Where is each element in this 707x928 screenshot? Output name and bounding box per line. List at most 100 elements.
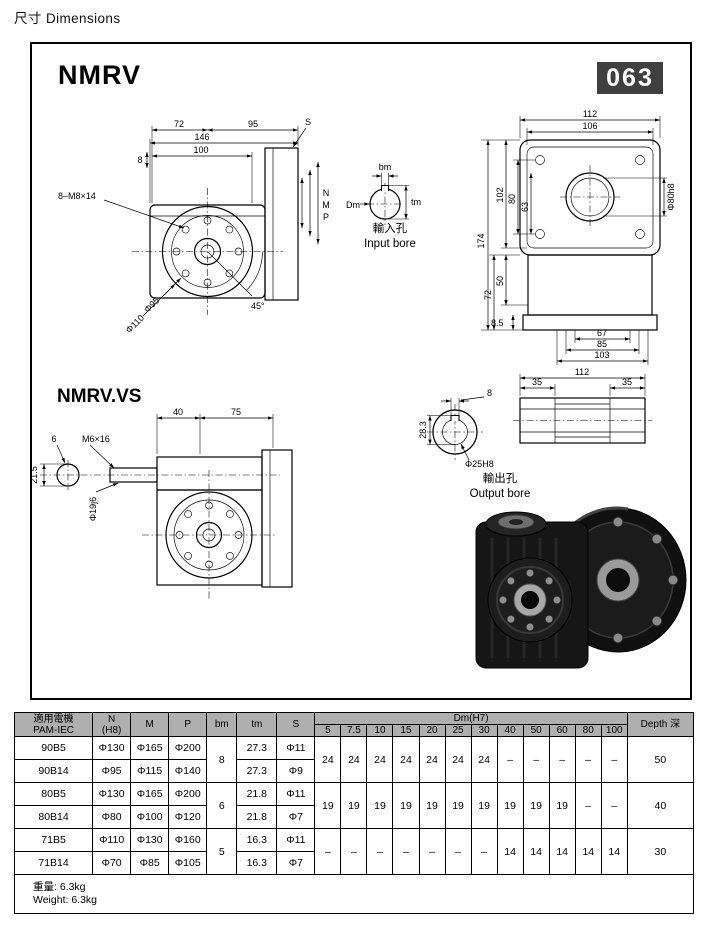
- dim-75: 75: [231, 407, 241, 417]
- product-photo-graphic: [475, 506, 687, 669]
- cell-bm: 6: [206, 782, 238, 829]
- cell-dm: 14: [574, 828, 602, 875]
- dimensions-table: 適用電機 PAM-IEC N (H8) M P bm tm S Dm(H7) D…: [13, 712, 695, 914]
- cell-dm: –: [574, 782, 602, 829]
- cell-dm: 14: [522, 828, 550, 875]
- dim-174: 174: [476, 233, 486, 248]
- cell-n: Φ70: [92, 851, 132, 875]
- cell-dm: –: [600, 782, 628, 829]
- product-photo: [475, 506, 687, 669]
- cell-model: 80B5: [13, 782, 94, 806]
- dim-72-side: 72: [483, 290, 493, 300]
- output-bore-drawing: 8 28.3 Φ25H8 112 35 35: [418, 367, 652, 469]
- weight-en: Weight: 6.3kg: [33, 894, 98, 906]
- cell-depth: 50: [626, 736, 695, 783]
- cell-dm: –: [418, 828, 446, 875]
- vs-view-dimension-labels: 40 75 6 M6×16 21.5 Φ19j6: [29, 407, 241, 521]
- cell-dm: 24: [418, 736, 446, 783]
- cell-n: Φ110: [92, 828, 132, 852]
- col-header-s: S: [276, 712, 316, 737]
- output-bore-caption-cn: 輸出孔: [482, 473, 518, 485]
- cell-m: Φ165: [130, 782, 170, 806]
- cell-tm: 21.8: [236, 805, 278, 829]
- dim-40: 40: [173, 407, 183, 417]
- output-bore-detail: [427, 396, 485, 461]
- col-header-pam-line1: 適用電機: [33, 713, 74, 725]
- side-view-drawing: 112 106 174 102 80 63 50 72 8.5 Φ80h8 67…: [476, 109, 676, 365]
- cell-p: Φ140: [168, 759, 208, 783]
- dim-35-left: 35: [532, 377, 542, 387]
- cell-m: Φ85: [130, 851, 170, 875]
- dm-col-header: 40: [496, 724, 524, 737]
- cell-dm: 19: [548, 782, 576, 829]
- front-view-dimension-lines: [103, 126, 320, 317]
- page-title: 尺寸 Dimensions: [14, 11, 121, 26]
- dim-tm: tm: [411, 197, 421, 207]
- flange-dim-p: P: [323, 212, 329, 222]
- dim-dm: Dm: [346, 200, 360, 210]
- dm-col-header: 20: [418, 724, 446, 737]
- cell-m: Φ165: [130, 736, 170, 760]
- col-header-depth: Depth 深: [626, 712, 695, 737]
- cell-dm: 19: [522, 782, 550, 829]
- cell-n: Φ80: [92, 805, 132, 829]
- cell-dm: 24: [470, 736, 498, 783]
- cell-tm: 16.3: [236, 828, 278, 852]
- vs-view-drawing: 40 75 6 M6×16 21.5 Φ19j6: [29, 407, 293, 600]
- cell-model: 71B14: [13, 851, 94, 875]
- vs-view-centerlines: [40, 460, 280, 600]
- input-bore-caption: 輸入孔 Input bore: [340, 222, 440, 252]
- dim-phi25h8: Φ25H8: [465, 459, 494, 469]
- dim-67: 67: [597, 328, 607, 338]
- cell-n: Φ130: [92, 736, 132, 760]
- cell-dm: –: [522, 736, 550, 783]
- dim-8-keyway: 8: [487, 388, 492, 398]
- cell-model: 90B5: [13, 736, 94, 760]
- cell-dm: 14: [548, 828, 576, 875]
- cell-tm: 16.3: [236, 851, 278, 875]
- vs-model-title: NMRV.VS: [57, 386, 142, 407]
- cell-dm: 19: [470, 782, 498, 829]
- dim-102: 102: [495, 187, 505, 202]
- cell-dm: –: [340, 828, 368, 875]
- cell-dm: 19: [366, 782, 394, 829]
- vs-view-dimension-lines: [40, 414, 274, 493]
- cell-dm: 19: [418, 782, 446, 829]
- dim-45deg: 45°: [251, 301, 265, 311]
- cell-n: Φ130: [92, 782, 132, 806]
- cell-model: 90B14: [13, 759, 94, 783]
- cell-dm: 19: [496, 782, 524, 829]
- dim-21-5: 21.5: [29, 466, 39, 484]
- dim-100: 100: [193, 145, 208, 155]
- cell-m: Φ100: [130, 805, 170, 829]
- output-sleeve-profile: [513, 374, 652, 444]
- dim-phi19j6: Φ19j6: [88, 497, 98, 521]
- cell-p: Φ120: [168, 805, 208, 829]
- cell-dm: –: [366, 828, 394, 875]
- header-row-2: 5 7.5 10 15 20 25 30 40 50 60 80 100: [15, 724, 694, 737]
- dm-col-header: 100: [600, 724, 628, 737]
- cell-dm: 19: [444, 782, 472, 829]
- col-header-bm: bm: [206, 712, 238, 737]
- dm-col-header: 80: [574, 724, 602, 737]
- cell-dm: –: [600, 736, 628, 783]
- cell-dm: 14: [600, 828, 628, 875]
- dim-s: S: [305, 117, 311, 127]
- input-bore-drawing: bm tm Dm: [346, 162, 421, 225]
- dim-146: 146: [194, 132, 209, 142]
- cell-dm: –: [314, 828, 342, 875]
- cell-s: Φ11: [276, 736, 316, 760]
- dm-col-header: 50: [522, 724, 550, 737]
- col-header-p: P: [168, 712, 208, 737]
- col-header-tm: tm: [236, 712, 278, 737]
- flange-dim-n: N: [323, 188, 330, 198]
- cell-dm: –: [548, 736, 576, 783]
- col-header-pam-iec: 適用電機 PAM-IEC: [13, 712, 94, 737]
- col-header-pam-line2: PAM-IEC: [33, 724, 75, 736]
- weight-note-cell: 重量: 6.3kg Weight: 6.3kg: [14, 874, 694, 914]
- dim-95: 95: [248, 119, 258, 129]
- cell-p: Φ105: [168, 851, 208, 875]
- cell-bm: 5: [206, 828, 238, 875]
- cell-tm: 21.8: [236, 782, 278, 806]
